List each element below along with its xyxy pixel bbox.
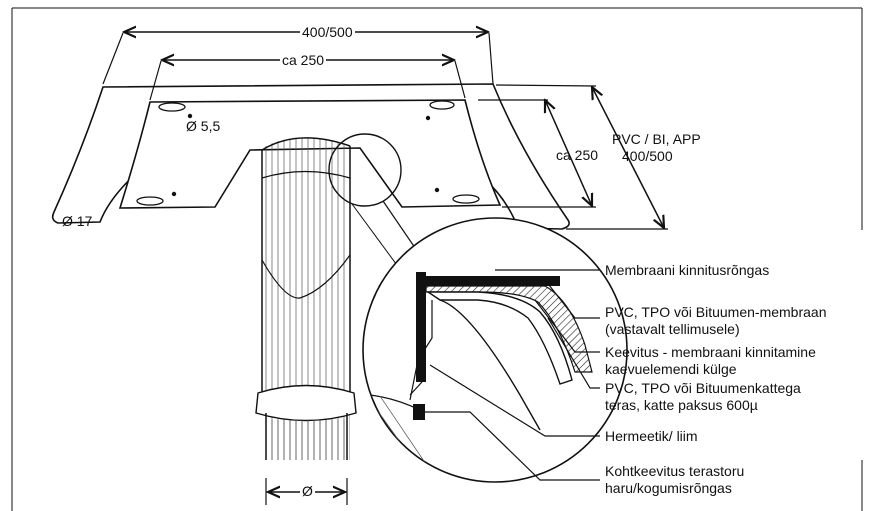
plate-width-label: ca 250 xyxy=(280,52,327,68)
fastener-dot xyxy=(171,191,177,197)
drain-pipe xyxy=(255,137,357,460)
hole-bottom-right xyxy=(452,194,480,204)
base-plate xyxy=(118,99,502,209)
flange-label-line1: PVC / BI, APP xyxy=(612,131,701,147)
hole-top-left xyxy=(158,102,186,112)
pipe-diameter-label: Ø xyxy=(300,483,315,499)
hole-large-label: Ø 17 xyxy=(62,213,93,229)
plate-depth-arrow xyxy=(545,100,592,206)
fastener-dot xyxy=(434,187,440,193)
plate-depth-label: ca 250 xyxy=(556,147,599,163)
detail-view xyxy=(362,217,628,483)
callout-sealant: Hermeetik/ liim xyxy=(605,428,698,444)
detail-marker xyxy=(328,133,402,207)
callout-ring: Membraani kinnitusrõngas xyxy=(605,262,770,278)
callout-leaders xyxy=(425,269,600,481)
hole-small-label: Ø 5,5 xyxy=(186,118,221,134)
hole-bottom-left xyxy=(136,196,164,206)
flange-label-line2: 400/500 xyxy=(622,148,673,164)
frame-border xyxy=(11,7,863,511)
fastener-dot xyxy=(187,113,193,119)
top-width-label: 400/500 xyxy=(300,24,355,40)
flange-depth-arrow xyxy=(592,87,664,228)
hole-top-right xyxy=(429,100,455,110)
fastener-dot xyxy=(425,115,431,121)
callout-membrane: PVC, TPO või Bituumen-membraan(vastavalt… xyxy=(605,304,827,337)
